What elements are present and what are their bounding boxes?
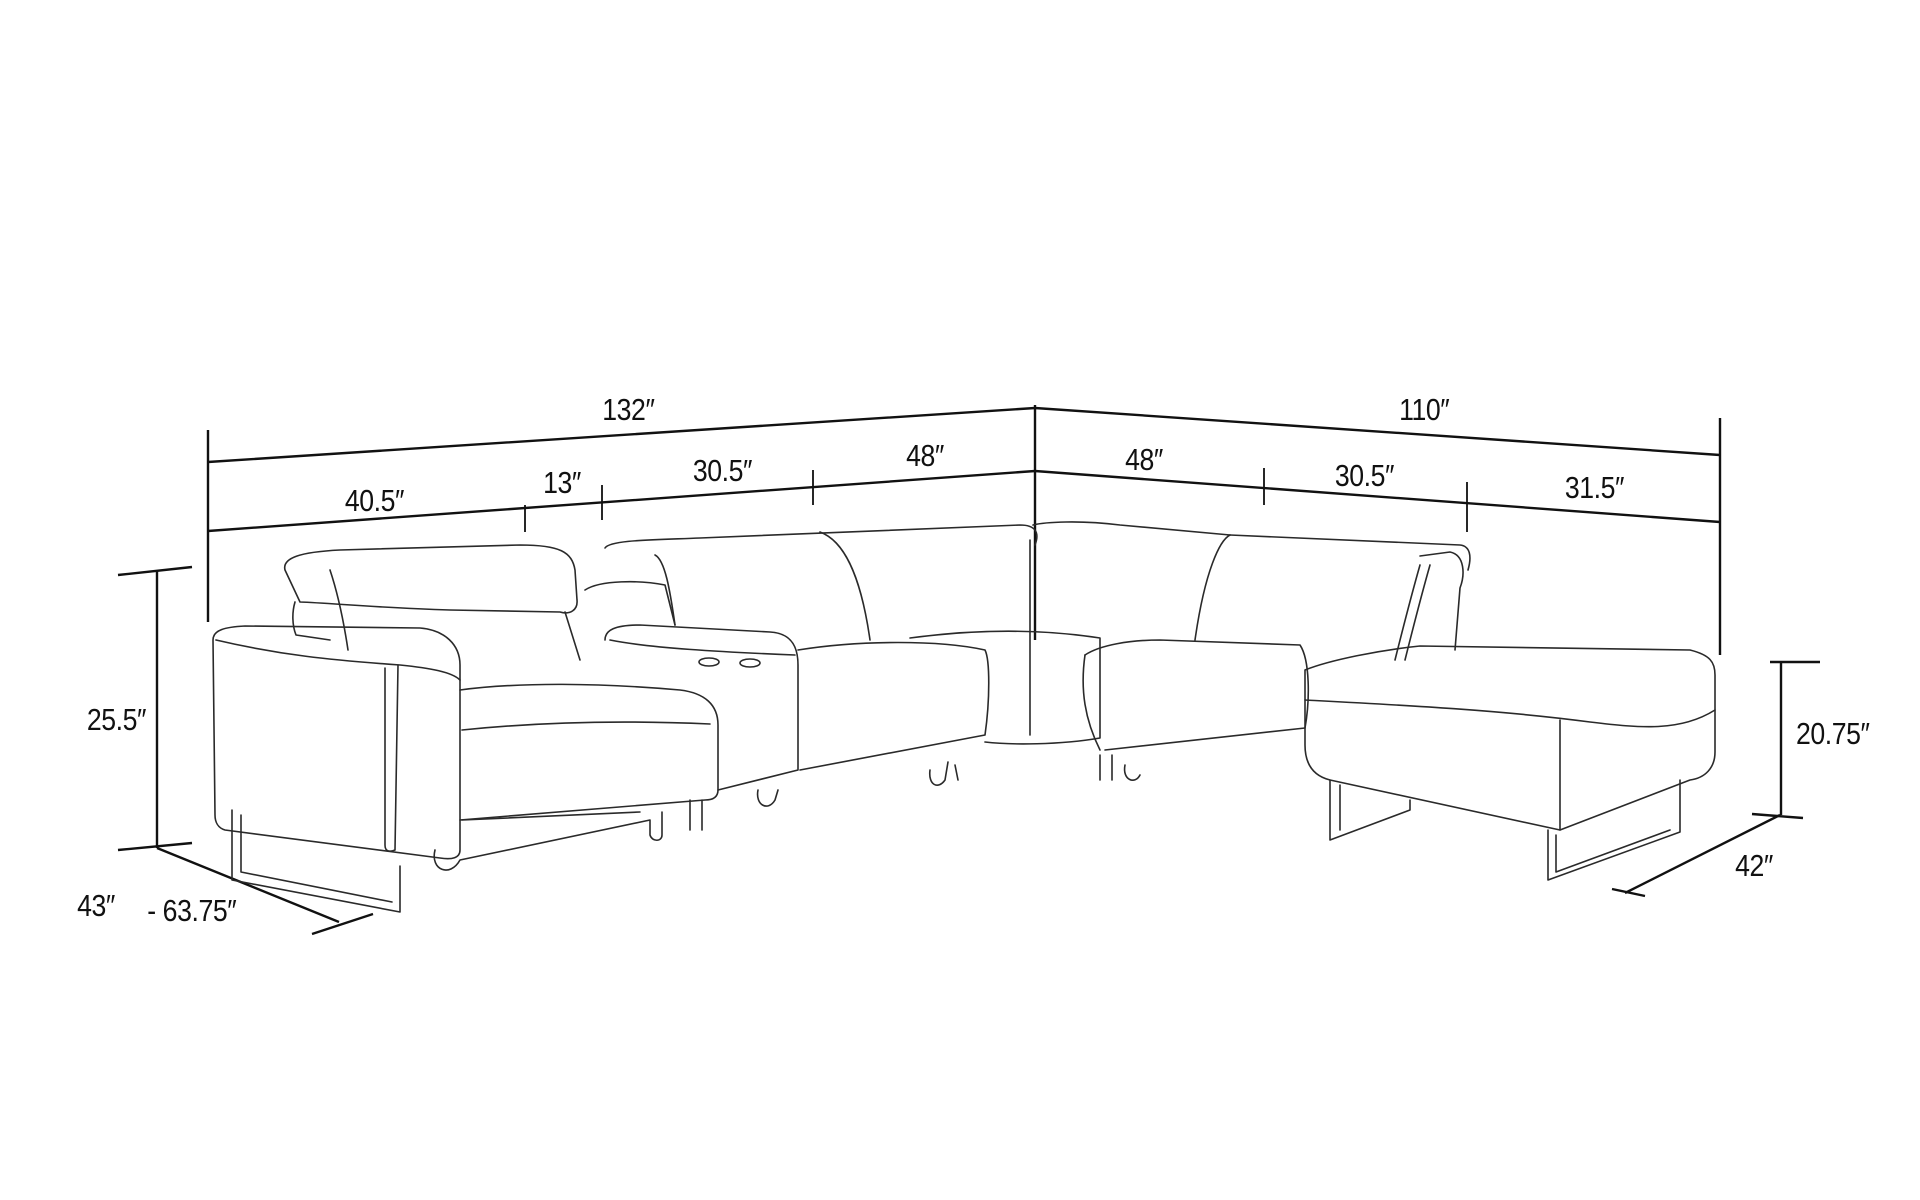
overall-width-lines: [206, 405, 1722, 655]
cup-holder-1: [698, 657, 720, 667]
chaise-depth-label: 42″: [1735, 848, 1773, 883]
center-left-backrest: [604, 524, 1038, 549]
recliner-depth-min-label: 43″: [77, 888, 115, 923]
back-height-label: 25.5″: [86, 702, 147, 737]
left-headrest: [283, 544, 578, 614]
segment-left-4-label: 48″: [906, 438, 944, 473]
center-left-seat: [797, 641, 990, 771]
segment-left-1-label: 40.5″: [344, 483, 405, 518]
segment-right-3-label: 31.5″: [1564, 470, 1625, 505]
corner-seat: [909, 630, 1101, 745]
center-right-backrest: [1194, 534, 1231, 641]
recliner-depth-line: [156, 846, 374, 936]
segment-right-2-label: 30.5″: [1334, 458, 1395, 493]
chaise: [1304, 645, 1716, 831]
chaise-height-label: 20.75″: [1795, 716, 1870, 751]
segment-left-3-label: 30.5″: [692, 453, 753, 488]
back-height-line: [117, 565, 193, 852]
segment-left-2-label: 13″: [543, 465, 581, 500]
segment-ticks: [524, 468, 1468, 532]
sofa-drawing: [212, 521, 1716, 913]
right-headrest: [1419, 551, 1464, 651]
left-seat: [459, 683, 719, 821]
overall-left-width-label: 132″: [602, 392, 655, 427]
cup-holder-2: [739, 658, 761, 668]
segment-right-1-label: 48″: [1125, 442, 1163, 477]
chaise-depth-line: [1611, 813, 1781, 898]
left-arm: [212, 625, 461, 860]
overall-right-width-label: 110″: [1399, 392, 1450, 427]
center-right-seat: [1084, 639, 1310, 751]
console: [604, 624, 799, 791]
recliner-depth-max-label: - 63.75″: [147, 893, 237, 928]
